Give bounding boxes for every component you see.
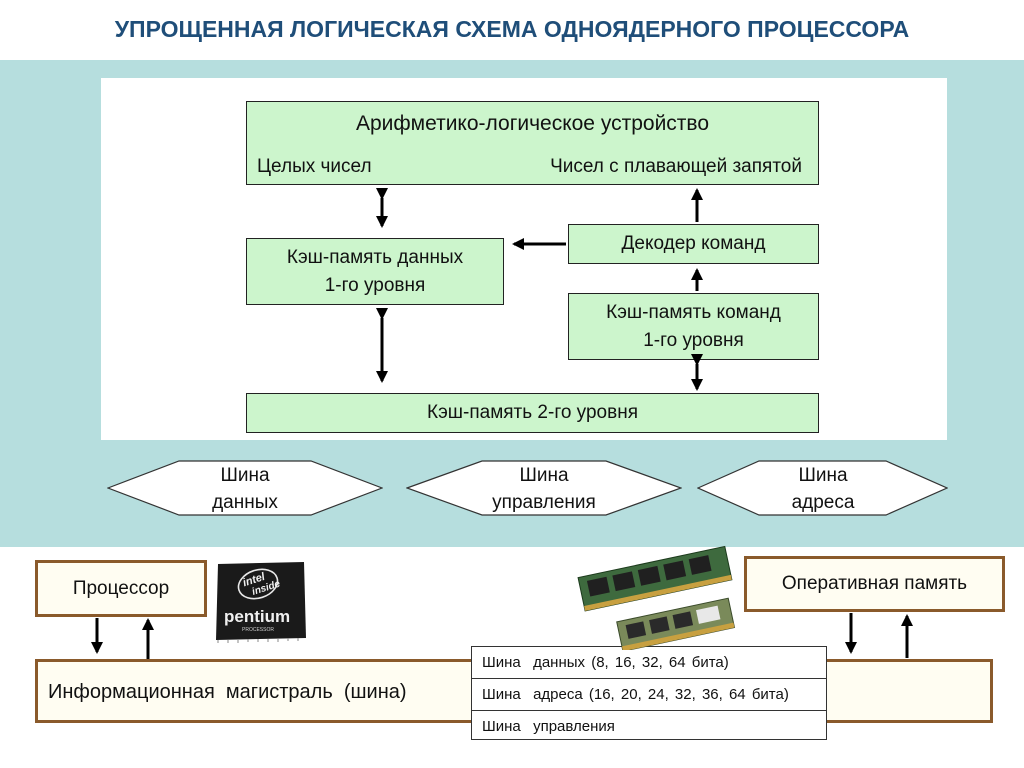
alu-float-label: Чисел с плавающей запятой	[550, 156, 802, 177]
data-cache-l1-line1: Кэш-память данных	[286, 246, 464, 268]
ram-box: Оперативная память	[744, 556, 1005, 612]
instruction-cache-l1-box: Кэш-память команд 1-го уровня	[568, 293, 819, 360]
l2-cache-label: Кэш-память 2-го уровня	[427, 402, 638, 423]
l2-cache-box: Кэш-память 2-го уровня	[246, 393, 819, 433]
instruction-cache-l1-line1: Кэш-память команд	[606, 301, 781, 323]
processor-label: Процессор	[72, 577, 170, 599]
data-bus-label-line1: Шина	[220, 465, 270, 486]
control-bus-label-line2: управления	[492, 492, 596, 513]
address-bus-arrow	[697, 460, 948, 516]
address-bus-label: Шина адреса	[748, 462, 898, 516]
bus-width-row-data: Шина данных (8, 16, 32, 64 бита)	[472, 647, 826, 679]
data-bus-arrow	[107, 460, 383, 516]
alu-label: Арифметико-логическое устройство	[355, 112, 710, 135]
instruction-decoder-label: Декодер команд	[621, 233, 766, 254]
data-cache-l1-box: Кэш-память данных 1-го уровня	[246, 238, 504, 305]
instruction-cache-l1-line2: 1-го уровня	[643, 329, 744, 351]
processor-box: Процессор	[35, 560, 207, 617]
alu-box: Арифметико-логическое устройство Целых ч…	[246, 101, 819, 185]
control-bus-arrow	[406, 460, 682, 516]
ram-label: Оперативная память	[781, 573, 968, 594]
address-bus-label-line2: адреса	[791, 492, 855, 513]
chip-logo-processor: PROCESSOR	[242, 627, 274, 633]
pentium-chip-image: intel inside pentium PROCESSOR	[216, 562, 306, 643]
chip-logo-pentium: pentium	[224, 607, 290, 626]
bus-width-table: Шина данных (8, 16, 32, 64 бита) Шина ад…	[471, 646, 827, 740]
instruction-decoder-box: Декодер команд	[568, 224, 819, 264]
control-bus-label: Шина управления	[469, 462, 619, 516]
page-title: УПРОЩЕННАЯ ЛОГИЧЕСКАЯ СХЕМА ОДНОЯДЕРНОГО…	[114, 16, 910, 42]
ram-modules-image	[577, 545, 736, 650]
data-cache-l1-line2: 1-го уровня	[324, 274, 426, 296]
control-bus-label-line1: Шина	[519, 465, 569, 486]
bus-width-row-address: Шина адреса (16, 20, 24, 32, 36, 64 бита…	[472, 679, 826, 711]
data-bus-label: Шина данных	[170, 462, 320, 516]
address-bus-label-line1: Шина	[798, 465, 848, 486]
alu-int-label: Целых чисел	[257, 156, 372, 177]
data-bus-label-line2: данных	[212, 492, 278, 513]
information-highway-label: Информационная магистраль (шина)	[48, 681, 407, 703]
bus-width-row-control: Шина управления	[482, 718, 615, 735]
